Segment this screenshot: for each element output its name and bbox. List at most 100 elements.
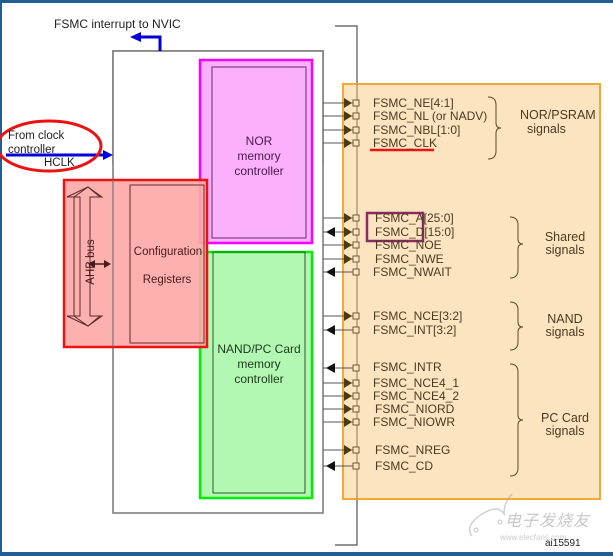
pin-icon xyxy=(352,379,360,387)
output-arrow-icon xyxy=(344,404,352,414)
signal-label: FSMC_NCE4_2 xyxy=(373,389,460,403)
input-arrow-icon xyxy=(326,325,335,335)
address-data-highlight-box xyxy=(365,211,425,243)
clock-source-label-line2: controller xyxy=(8,144,56,156)
output-arrow-icon xyxy=(344,417,352,427)
signals-panel xyxy=(342,83,601,500)
interrupt-arrow xyxy=(140,35,162,51)
pin-icon xyxy=(352,228,360,236)
nand-controller-label-line3: controller xyxy=(234,372,284,386)
nor-controller-label-line2: memory xyxy=(237,149,281,163)
nor-controller-label-line1: NOR xyxy=(245,134,273,148)
clock-highlight-ellipse xyxy=(0,119,103,173)
watermark-text: 电子发烧友 xyxy=(505,513,591,530)
signal-label: FSMC_NCE[3:2] xyxy=(373,309,463,323)
group-label-nand-line2: signals xyxy=(545,325,585,339)
interrupt-label: FSMC interrupt to NVIC xyxy=(54,17,181,31)
signal-label: FSMC_NWAIT xyxy=(373,265,452,279)
pin-icon xyxy=(352,418,360,426)
pin-icon xyxy=(352,405,360,413)
brace-nor xyxy=(487,96,502,160)
output-arrow-icon xyxy=(344,213,352,223)
hclk-label: HCLK xyxy=(44,157,75,169)
group-label-nor-line2: signals xyxy=(527,122,566,136)
output-arrow-icon xyxy=(344,311,352,321)
group-label-pccard-line1: PC Card xyxy=(541,411,589,425)
signal-label: FSMC_NOE xyxy=(375,238,442,252)
nand-controller-inner xyxy=(212,251,306,494)
input-arrow-icon xyxy=(326,363,335,373)
signal-label: FSMC_CD xyxy=(375,459,434,473)
pin-icon xyxy=(352,112,360,120)
pin-icon xyxy=(352,392,360,400)
nor-controller-inner xyxy=(211,66,307,239)
signal-label: FSMC_NIOWR xyxy=(373,415,455,429)
signal-label: FSMC_NCE4_1 xyxy=(373,376,460,390)
output-arrow-icon xyxy=(344,98,352,108)
clock-source-label-line1: From clock xyxy=(8,130,65,142)
output-arrow-icon xyxy=(344,138,352,148)
signal-label: FSMC_INTR xyxy=(373,360,442,374)
output-arrow-icon xyxy=(344,111,352,121)
ahb-link-arrow-right xyxy=(104,260,111,268)
group-label-shared-line1: Shared xyxy=(544,230,586,244)
pin-icon xyxy=(352,446,360,454)
watermark-logo-icon xyxy=(468,493,513,537)
config-registers-label-line2: Registers xyxy=(142,274,192,286)
input-arrow-icon xyxy=(326,267,335,277)
signal-label: FSMC_CLK xyxy=(373,136,438,150)
pin-icon xyxy=(352,462,360,470)
ahb-bus-arrow-body xyxy=(67,196,81,317)
pin-icon xyxy=(352,241,360,249)
output-arrow-icon xyxy=(344,227,352,237)
input-arrow-icon xyxy=(326,227,335,237)
nand-controller-label-line2: memory xyxy=(237,357,281,371)
signal-label: FSMC_NIORD xyxy=(375,402,455,416)
frame-border-top xyxy=(0,0,613,3)
hclk-arrow-head xyxy=(103,150,113,160)
pin-icon xyxy=(352,214,360,222)
pin-icon xyxy=(352,255,360,263)
frame-border-bottom xyxy=(0,552,613,556)
output-arrow-icon xyxy=(344,240,352,250)
brace-nand xyxy=(509,301,524,351)
ahb-bus-label: AHB bus xyxy=(85,239,97,285)
output-arrow-icon xyxy=(344,391,352,401)
input-arrow-icon xyxy=(326,461,335,471)
signal-label: FSMC_NL (or NADV) xyxy=(373,109,488,123)
ahb-bus-arrow xyxy=(73,186,104,327)
pin-icon xyxy=(352,326,360,334)
group-label-shared-line2: signals xyxy=(545,243,585,257)
signal-label: FSMC_NBL[1:0] xyxy=(373,123,461,137)
signal-label: FSMC_NE[4:1] xyxy=(373,96,454,110)
config-block xyxy=(62,178,209,349)
config-registers-label-line1: Configuration xyxy=(133,246,203,258)
interrupt-arrow-head xyxy=(130,32,141,42)
brace-shared xyxy=(509,216,524,279)
brace-pccard xyxy=(509,363,524,477)
ahb-link-arrow-left xyxy=(88,260,95,268)
signal-connections xyxy=(323,98,360,471)
pin-icon xyxy=(352,139,360,147)
signal-label: FSMC_NWE xyxy=(375,252,444,266)
group-label-pccard-line2: signals xyxy=(545,424,585,438)
pin-icon xyxy=(352,126,360,134)
nor-controller-label-line3: controller xyxy=(234,164,284,178)
output-arrow-icon xyxy=(344,254,352,264)
pin-icon xyxy=(352,268,360,276)
output-arrow-icon xyxy=(344,445,352,455)
signal-label: FSMC_D[15:0] xyxy=(375,225,455,239)
signal-label: FSMC_INT[3:2] xyxy=(373,323,457,337)
frame-border-left xyxy=(0,0,2,556)
nand-controller-block xyxy=(198,250,314,500)
nand-controller-label-line1: NAND/PC Card xyxy=(217,342,301,356)
pin-icon xyxy=(352,99,360,107)
output-arrow-icon xyxy=(344,125,352,135)
group-label-nand-line1: NAND xyxy=(547,312,583,326)
signal-label: FSMC_NREG xyxy=(375,443,451,457)
figure-id: ai15591 xyxy=(545,538,581,549)
signal-label: FSMC_A[25:0] xyxy=(375,211,454,225)
pin-icon xyxy=(352,312,360,320)
